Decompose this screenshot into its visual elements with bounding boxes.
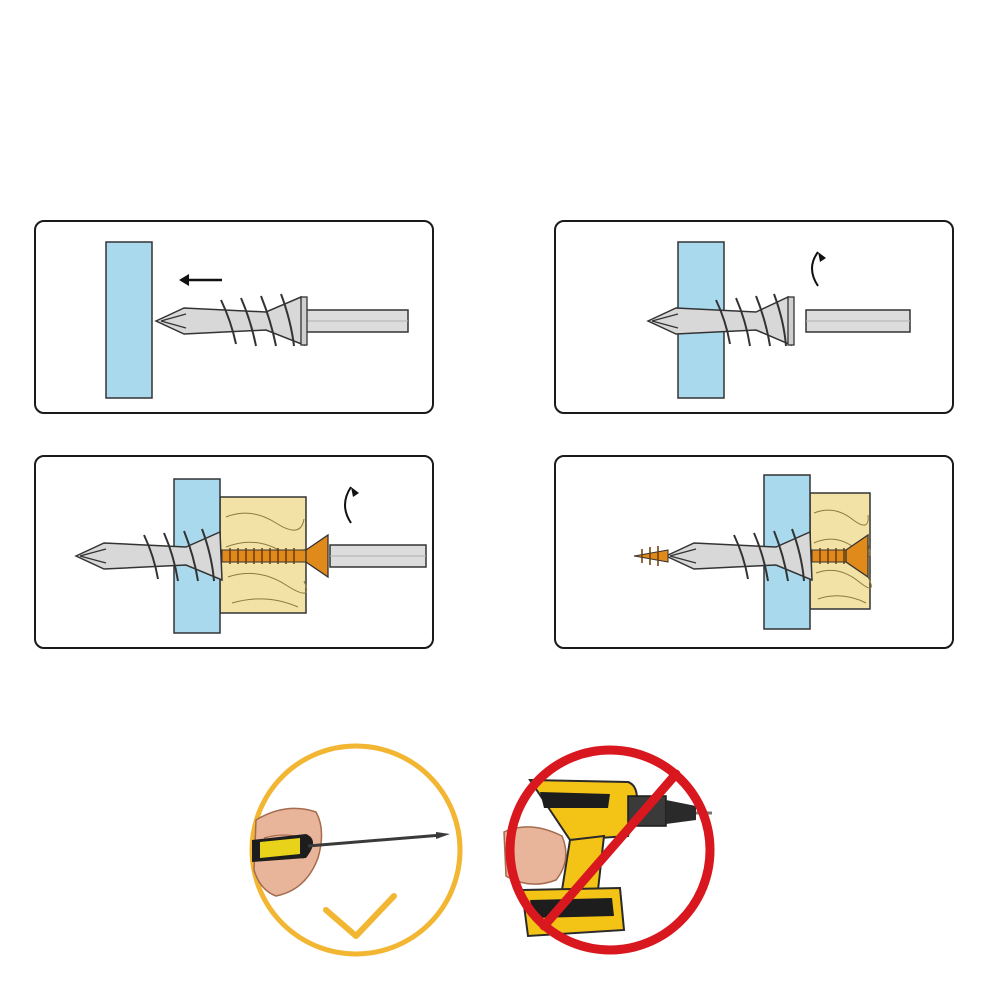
screwdriver-shaft (297, 309, 409, 333)
step-2-panel (554, 220, 954, 414)
wood-screw (221, 533, 329, 579)
step-1-panel (34, 220, 434, 414)
step-3-illustration (74, 478, 427, 634)
drywall-anchor (646, 293, 795, 347)
drywall-anchor (664, 528, 813, 582)
correct-tool-badge (246, 740, 466, 960)
drywall-board (105, 241, 153, 399)
electric-drill (503, 778, 712, 938)
step-3-panel (34, 455, 434, 649)
rotate-arrow-icon (344, 486, 359, 524)
hand-with-screwdriver (252, 807, 450, 897)
drill-badge-illustration (503, 745, 715, 955)
step-4-illustration (633, 474, 872, 630)
step-4-panel (554, 455, 954, 649)
drywall-anchor (74, 528, 223, 582)
step-1-illustration (105, 241, 409, 399)
prohibited-icon (505, 745, 715, 955)
screwdriver-shaft (329, 544, 427, 568)
drywall-anchor (154, 293, 308, 347)
prohibited-tool-badge (500, 740, 720, 960)
wood-screw (633, 533, 869, 579)
screwdriver-shaft (805, 309, 911, 333)
rotate-arrow-icon (811, 251, 826, 287)
screwdriver-badge-illustration (249, 743, 463, 957)
left-arrow-icon (179, 274, 222, 286)
check-icon (323, 893, 397, 939)
step-2-illustration (646, 241, 911, 399)
